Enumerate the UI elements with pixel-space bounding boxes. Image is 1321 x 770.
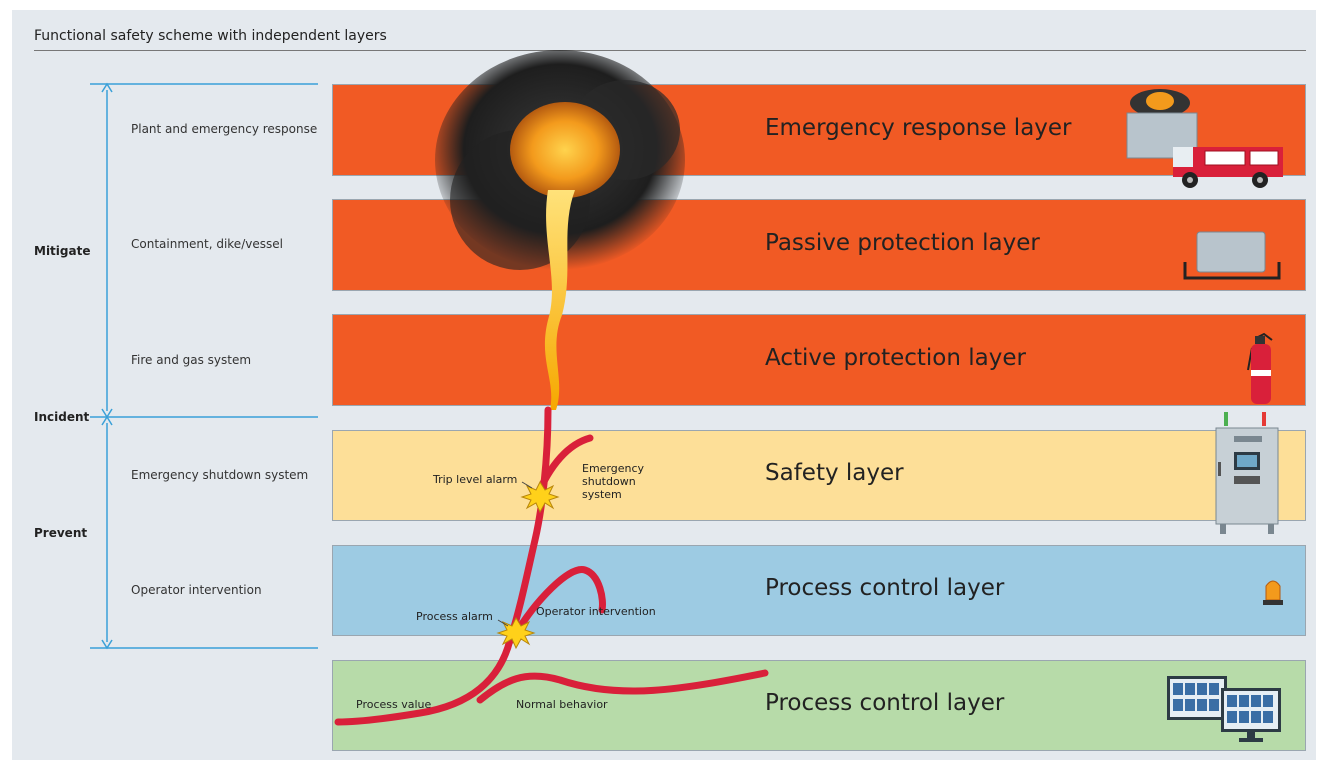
- trip-level-alarm-burst: [520, 480, 560, 514]
- side-label-active-protection: Fire and gas system: [131, 353, 252, 367]
- annotation-process-alarm: Process alarm: [416, 610, 493, 623]
- process-trend: [334, 406, 769, 726]
- layer-label-passive-protection: Passive protection layer: [765, 230, 1040, 256]
- layer-label-process-control-lower: Process control layer: [765, 690, 1005, 716]
- annotation-operator-intervention: Operator intervention: [536, 605, 656, 618]
- annotation-esd-line1: Emergency: [582, 462, 645, 475]
- group-mitigate: Mitigate: [34, 244, 91, 258]
- diagram-title: Functional safety scheme with independen…: [34, 28, 387, 44]
- fire-extinguisher-icon: [1247, 332, 1273, 404]
- monitors-icon: [1167, 676, 1281, 742]
- layer-label-safety: Safety layer: [765, 460, 904, 486]
- layer-bracket: [90, 82, 318, 650]
- vessel-dike-icon: [1183, 231, 1281, 280]
- annotation-esd-line2: shutdown: [582, 475, 636, 488]
- annotation-trip-level-alarm: Trip level alarm: [433, 473, 518, 486]
- side-label-emergency-response: Plant and emergency response: [131, 122, 318, 136]
- band-active-protection: [332, 314, 1306, 406]
- process-alarm-burst: [496, 616, 536, 650]
- annotation-process-value: Process value: [356, 698, 432, 711]
- annotation-esd-line3: system: [582, 488, 622, 501]
- group-incident: Incident: [34, 410, 90, 424]
- annotation-esd-system: Emergency shutdown system: [582, 462, 644, 501]
- fire-smoke: [435, 50, 685, 410]
- group-prevent: Prevent: [34, 526, 88, 540]
- layer-label-process-control-upper: Process control layer: [765, 575, 1005, 601]
- title-rule: [34, 50, 1306, 51]
- control-cabinet-icon: [1215, 412, 1279, 534]
- fire-truck-icon: [1126, 89, 1283, 188]
- alarm-beacon-icon: [1263, 580, 1283, 605]
- side-label-safety: Emergency shutdown system: [131, 468, 309, 482]
- annotation-normal-behavior: Normal behavior: [516, 698, 608, 711]
- side-label-process-control: Operator intervention: [131, 583, 262, 597]
- layer-label-active-protection: Active protection layer: [765, 345, 1026, 371]
- layer-label-emergency-response: Emergency response layer: [765, 115, 1072, 141]
- side-label-passive-protection: Containment, dike/vessel: [131, 237, 283, 251]
- band-safety: [332, 430, 1306, 521]
- band-process-control-upper: [332, 545, 1306, 636]
